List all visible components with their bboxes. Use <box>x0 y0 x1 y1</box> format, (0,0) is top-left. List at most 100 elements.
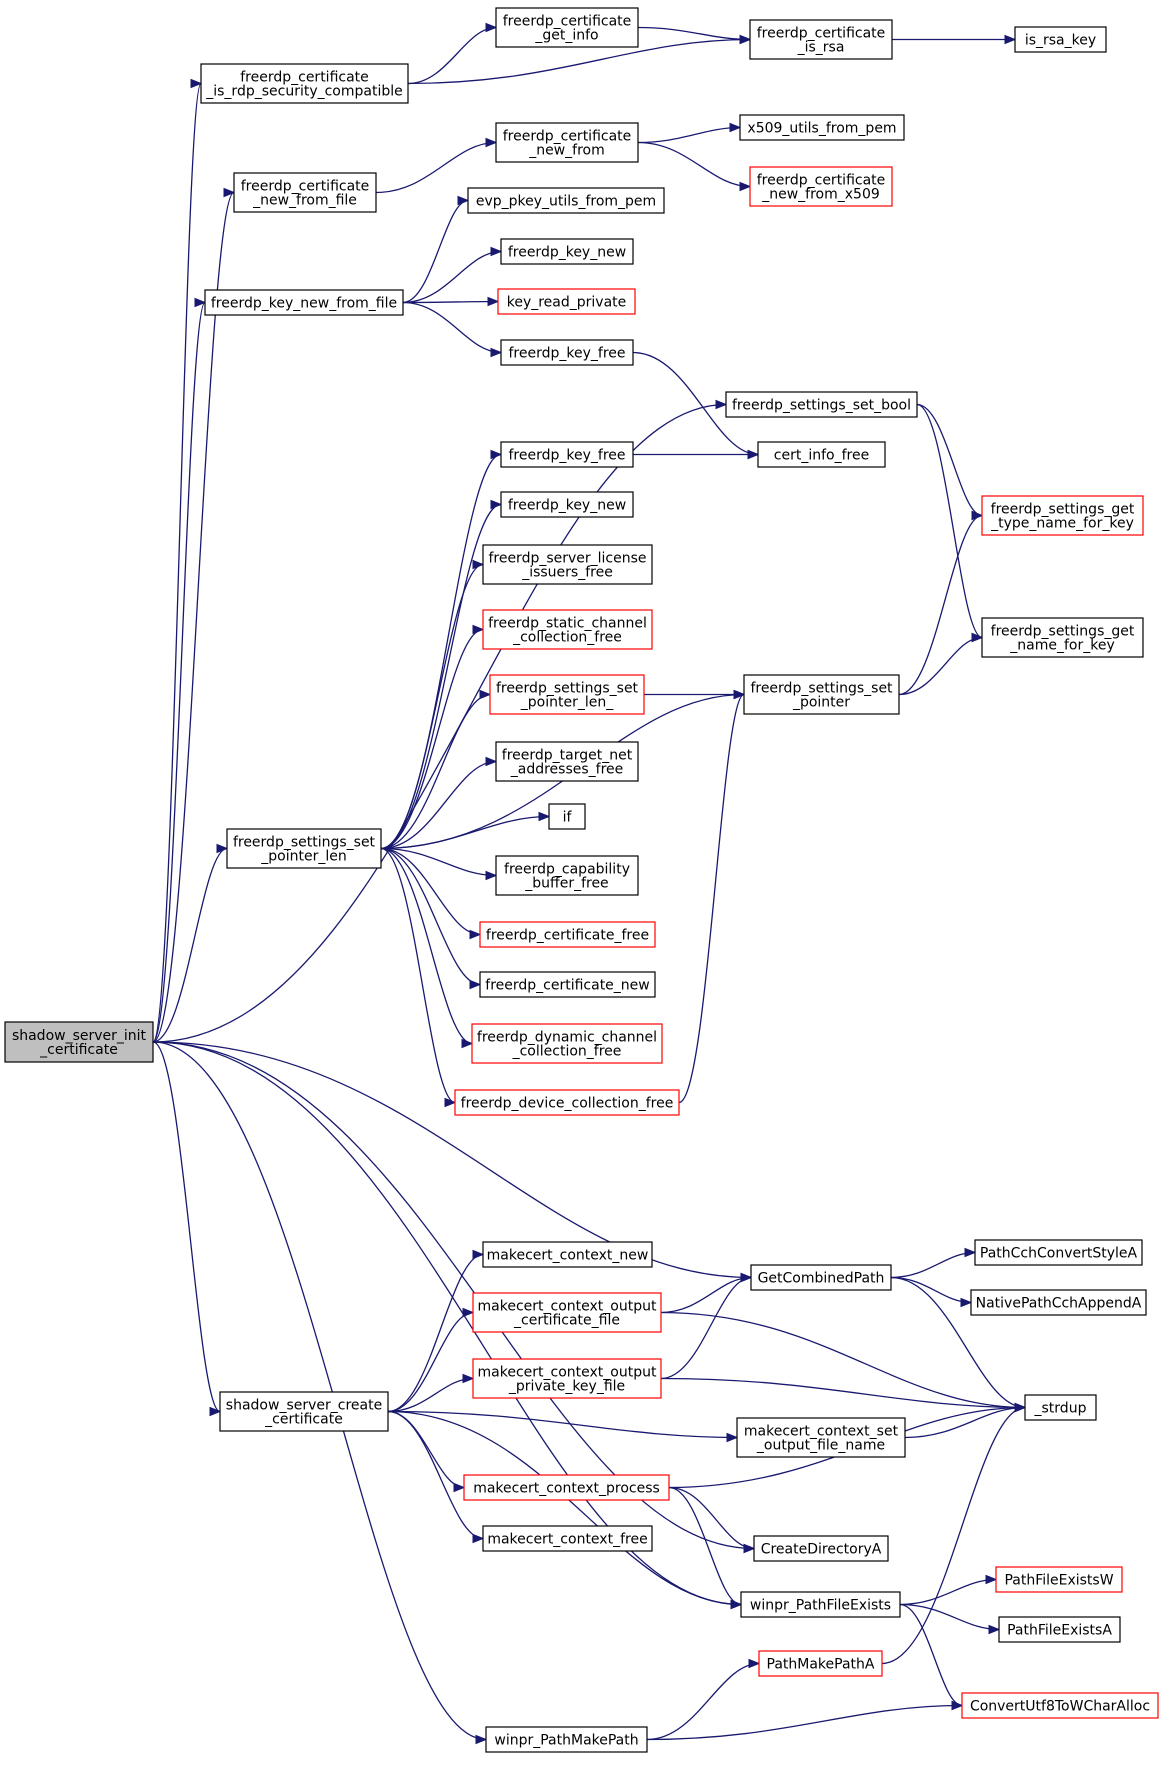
node-box-set_pointer[interactable] <box>743 674 900 715</box>
node-get_name[interactable]: freerdp_settings_get_name_for_key <box>981 617 1144 658</box>
node-device_collection[interactable]: freerdp_device_collection_free <box>454 1089 680 1116</box>
node-box-cert_new_from[interactable] <box>495 122 639 163</box>
node-if[interactable]: if <box>548 803 586 830</box>
node-box-mc_output_key[interactable] <box>472 1358 662 1399</box>
node-box-cert_new_from_x509[interactable] <box>749 166 893 207</box>
node-box-target_net[interactable] <box>495 741 639 782</box>
node-is_rsa[interactable]: freerdp_certificate_is_rsa <box>749 19 893 60</box>
node-set_pointer_len[interactable]: freerdp_settings_set_pointer_len <box>226 828 382 869</box>
node-box-key_free_b[interactable] <box>500 441 634 468</box>
node-capability[interactable]: freerdp_capability_buffer_free <box>495 855 639 896</box>
node-static_channel[interactable]: freerdp_static_channel_collection_free <box>482 609 653 650</box>
node-box-get_type_name[interactable] <box>981 495 1144 536</box>
node-box-winpr_path_exists[interactable] <box>740 1591 901 1618</box>
node-path_make_a[interactable]: PathMakePathA <box>758 1650 883 1677</box>
node-evp_pkey[interactable]: evp_pkey_utils_from_pem <box>467 187 665 214</box>
node-box-x509_from_pem[interactable] <box>739 114 905 141</box>
node-root[interactable]: shadow_server_init_certificate <box>4 1021 154 1063</box>
node-box-path_cch_convert[interactable] <box>974 1239 1143 1266</box>
node-box-license_free[interactable] <box>482 544 653 585</box>
node-get_type_name[interactable]: freerdp_settings_get_type_name_for_key <box>981 495 1144 536</box>
node-key_new_b[interactable]: freerdp_key_new <box>500 491 634 518</box>
node-box-static_channel[interactable] <box>482 609 653 650</box>
node-box-strdup[interactable] <box>1024 1394 1097 1421</box>
node-x509_from_pem[interactable]: x509_utils_from_pem <box>739 114 905 141</box>
node-cert_info_free[interactable]: cert_info_free <box>757 441 886 468</box>
node-box-mc_output_cert[interactable] <box>472 1292 662 1333</box>
node-dynamic_channel[interactable]: freerdp_dynamic_channel_collection_free <box>471 1023 663 1064</box>
node-box-key_new_a[interactable] <box>500 238 634 265</box>
node-license_free[interactable]: freerdp_server_license_issuers_free <box>482 544 653 585</box>
node-box-mc_context_new[interactable] <box>482 1241 653 1268</box>
node-winpr_make_path[interactable]: winpr_PathMakePath <box>485 1726 648 1753</box>
node-box-mc_set_output[interactable] <box>736 1417 906 1458</box>
node-path_exists_w[interactable]: PathFileExistsW <box>995 1566 1123 1593</box>
node-strdup[interactable]: _strdup <box>1024 1394 1097 1421</box>
node-cert_new_from_file[interactable]: freerdp_certificate_new_from_file <box>233 172 377 213</box>
node-get_info[interactable]: freerdp_certificate_get_info <box>495 7 639 48</box>
node-winpr_path_exists[interactable]: winpr_PathFileExists <box>740 1591 901 1618</box>
node-cert_new_from_x509[interactable]: freerdp_certificate_new_from_x509 <box>749 166 893 207</box>
node-box-device_collection[interactable] <box>454 1089 680 1116</box>
node-mc_output_key[interactable]: makecert_context_output_private_key_file <box>472 1358 662 1399</box>
node-mc_context_new[interactable]: makecert_context_new <box>482 1241 653 1268</box>
node-box-get_name[interactable] <box>981 617 1144 658</box>
node-cert_new_from[interactable]: freerdp_certificate_new_from <box>495 122 639 163</box>
node-mc_process[interactable]: makecert_context_process <box>463 1474 670 1501</box>
node-box-get_combined_path[interactable] <box>750 1264 892 1291</box>
node-box-winpr_make_path[interactable] <box>485 1726 648 1753</box>
node-box-cert_info_free[interactable] <box>757 441 886 468</box>
node-path_exists_a[interactable]: PathFileExistsA <box>998 1616 1121 1643</box>
node-convert_utf8[interactable]: ConvertUtf8ToWCharAlloc <box>961 1692 1159 1719</box>
node-box-is_rdp[interactable] <box>200 63 409 104</box>
node-box-get_info[interactable] <box>495 7 639 48</box>
node-native_path_append[interactable]: NativePathCchAppendA <box>970 1289 1147 1316</box>
node-target_net[interactable]: freerdp_target_net_addresses_free <box>495 741 639 782</box>
node-box-capability[interactable] <box>495 855 639 896</box>
node-box-path_exists_w[interactable] <box>995 1566 1123 1593</box>
node-box-mc_process[interactable] <box>463 1474 670 1501</box>
node-key_new_a[interactable]: freerdp_key_new <box>500 238 634 265</box>
node-key_free_a[interactable]: freerdp_key_free <box>500 339 634 366</box>
node-set_pointer[interactable]: freerdp_settings_set_pointer <box>743 674 900 715</box>
node-box-evp_pkey[interactable] <box>467 187 665 214</box>
node-box-if[interactable] <box>548 803 586 830</box>
node-box-is_rsa_key[interactable] <box>1014 26 1107 53</box>
node-box-create_dir[interactable] <box>753 1535 889 1562</box>
node-box-key_new_from_file[interactable] <box>204 289 404 316</box>
node-is_rsa_key[interactable]: is_rsa_key <box>1014 26 1107 53</box>
node-box-settings_set_bool[interactable] <box>725 391 918 418</box>
node-mc_output_cert[interactable]: makecert_context_output_certificate_file <box>472 1292 662 1333</box>
node-box-set_pointer_len[interactable] <box>226 828 382 869</box>
node-mc_set_output[interactable]: makecert_context_set_output_file_name <box>736 1417 906 1458</box>
node-box-root[interactable] <box>4 1021 154 1063</box>
node-box-create_cert[interactable] <box>219 1391 389 1432</box>
node-box-key_read_private[interactable] <box>497 288 636 315</box>
node-box-set_pointer_len_[interactable] <box>489 674 645 715</box>
node-box-native_path_append[interactable] <box>970 1289 1147 1316</box>
node-box-path_exists_a[interactable] <box>998 1616 1121 1643</box>
node-box-cert_free[interactable] <box>479 921 656 948</box>
node-box-cert_new[interactable] <box>479 971 656 998</box>
node-is_rdp[interactable]: freerdp_certificate_is_rdp_security_comp… <box>200 63 409 104</box>
node-box-mc_free[interactable] <box>482 1525 653 1552</box>
node-box-key_free_a[interactable] <box>500 339 634 366</box>
node-box-convert_utf8[interactable] <box>961 1692 1159 1719</box>
node-box-dynamic_channel[interactable] <box>471 1023 663 1064</box>
node-create_dir[interactable]: CreateDirectoryA <box>753 1535 889 1562</box>
node-box-key_new_b[interactable] <box>500 491 634 518</box>
node-set_pointer_len_[interactable]: freerdp_settings_set_pointer_len_ <box>489 674 645 715</box>
node-box-is_rsa[interactable] <box>749 19 893 60</box>
node-path_cch_convert[interactable]: PathCchConvertStyleA <box>974 1239 1143 1266</box>
node-settings_set_bool[interactable]: freerdp_settings_set_bool <box>725 391 918 418</box>
node-create_cert[interactable]: shadow_server_create_certificate <box>219 1391 389 1432</box>
node-box-cert_new_from_file[interactable] <box>233 172 377 213</box>
node-box-path_make_a[interactable] <box>758 1650 883 1677</box>
node-key_read_private[interactable]: key_read_private <box>497 288 636 315</box>
node-key_free_b[interactable]: freerdp_key_free <box>500 441 634 468</box>
node-mc_free[interactable]: makecert_context_free <box>482 1525 653 1552</box>
node-cert_new[interactable]: freerdp_certificate_new <box>479 971 656 998</box>
node-cert_free[interactable]: freerdp_certificate_free <box>479 921 656 948</box>
node-key_new_from_file[interactable]: freerdp_key_new_from_file <box>204 289 404 316</box>
node-get_combined_path[interactable]: GetCombinedPath <box>750 1264 892 1291</box>
